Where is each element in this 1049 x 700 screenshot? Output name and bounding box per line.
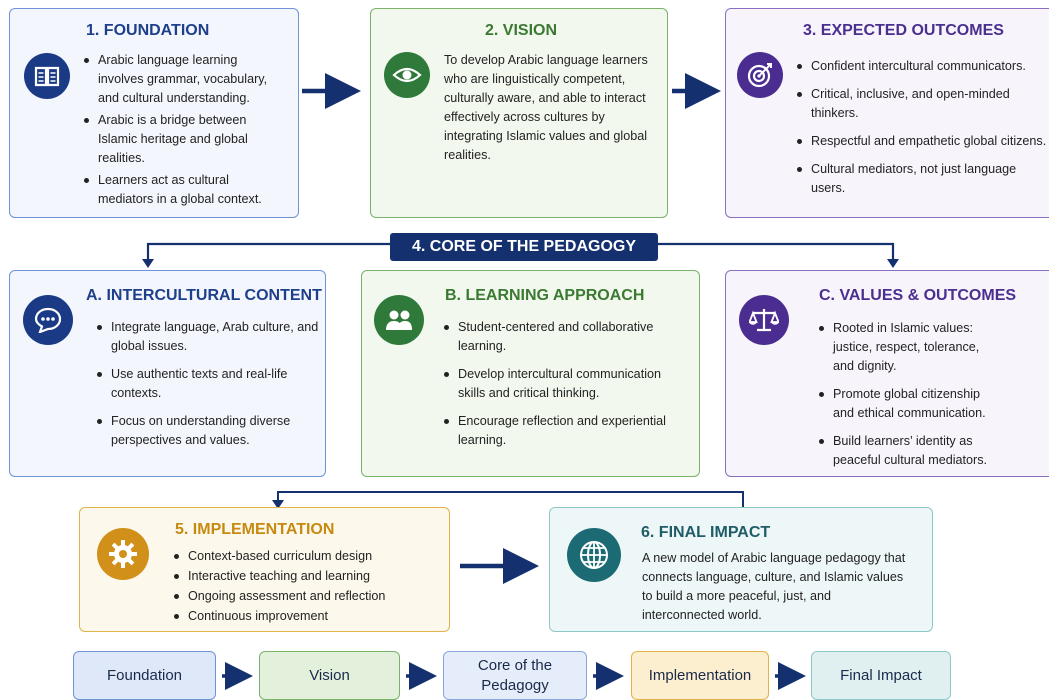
- list-item: Encourage reflection and experiential le…: [444, 412, 684, 450]
- list-item: Student-centered and collaborative learn…: [444, 318, 684, 356]
- list-item: Context-based curriculum design: [174, 547, 434, 566]
- flow-step-implementation: Implementation: [631, 651, 769, 700]
- implementation-list: Context-based curriculum design Interact…: [174, 547, 434, 626]
- list-item: Cultural mediators, not just language us…: [797, 160, 1047, 198]
- intercultural-card: A. INTERCULTURAL CONTENT Integrate langu…: [9, 270, 326, 477]
- scales-icon: [739, 295, 789, 345]
- learning-list: Student-centered and collaborative learn…: [444, 318, 684, 450]
- list-item: Respectful and empathetic global citizen…: [797, 132, 1047, 151]
- list-item: Develop intercultural communication skil…: [444, 365, 684, 403]
- flow-step-foundation: Foundation: [73, 651, 216, 700]
- list-item: Continuous improvement: [174, 607, 434, 626]
- foundation-card: 1. FOUNDATION Arabic language learning i…: [9, 8, 299, 218]
- values-list: Rooted in Islamic values: justice, respe…: [819, 319, 997, 470]
- list-item: Confident intercultural communicators.: [797, 57, 1047, 76]
- values-card: C. VALUES & OUTCOMES Rooted in Islamic v…: [725, 270, 1049, 477]
- list-item: Interactive teaching and learning: [174, 567, 434, 586]
- intercultural-title: A. INTERCULTURAL CONTENT: [86, 287, 322, 304]
- list-item: Promote global citizenship and ethical c…: [819, 385, 997, 423]
- impact-text: A new model of Arabic language pedagogy …: [642, 551, 906, 622]
- implementation-title: 5. IMPLEMENTATION: [175, 521, 335, 538]
- globe-icon: [567, 528, 621, 582]
- implementation-card: 5. IMPLEMENTATION Context-based curricul…: [79, 507, 450, 632]
- gear-icon: [97, 528, 149, 580]
- impact-card: 6. FINAL IMPACT A new model of Arabic la…: [549, 507, 933, 632]
- core-bracket: [146, 242, 390, 262]
- chat-icon: [23, 295, 73, 345]
- learning-title: B. LEARNING APPROACH: [445, 287, 645, 304]
- book-icon: [24, 53, 70, 99]
- list-item: Integrate language, Arab culture, and gl…: [97, 318, 319, 356]
- outcomes-title: 3. EXPECTED OUTCOMES: [803, 22, 1004, 39]
- impact-title: 6. FINAL IMPACT: [641, 524, 771, 541]
- list-item: Build learners’ identity as peaceful cul…: [819, 432, 997, 470]
- values-title: C. VALUES & OUTCOMES: [819, 287, 1017, 304]
- impl-bracket: [277, 491, 744, 507]
- vision-text: To develop Arabic language learners who …: [444, 53, 648, 162]
- learning-card: B. LEARNING APPROACH Student-centered an…: [361, 270, 700, 477]
- flow-step-core: Core of the Pedagogy: [443, 651, 587, 700]
- foundation-list: Arabic language learning involves gramma…: [84, 51, 284, 209]
- vision-title: 2. VISION: [485, 22, 558, 39]
- vision-card: 2. VISION To develop Arabic language lea…: [370, 8, 668, 218]
- list-item: Critical, inclusive, and open-minded thi…: [797, 85, 1047, 123]
- list-item: Ongoing assessment and reflection: [174, 587, 434, 606]
- list-item: Use authentic texts and real-life contex…: [97, 365, 319, 403]
- core-banner: 4. CORE OF THE PEDAGOGY: [390, 233, 658, 261]
- intercultural-list: Integrate language, Arab culture, and gl…: [97, 318, 319, 450]
- outcomes-list: Confident intercultural communicators. C…: [797, 57, 1047, 198]
- list-item: Rooted in Islamic values: justice, respe…: [819, 319, 997, 376]
- eye-icon: [384, 52, 430, 98]
- target-icon: [737, 52, 783, 98]
- list-item: Arabic is a bridge between Islamic herit…: [84, 111, 284, 168]
- foundation-title: 1. FOUNDATION: [86, 22, 210, 39]
- list-item: Learners act as cultural mediators in a …: [84, 171, 284, 209]
- outcomes-card: 3. EXPECTED OUTCOMES Confident intercult…: [725, 8, 1049, 218]
- flow-step-vision: Vision: [259, 651, 400, 700]
- people-icon: [374, 295, 424, 345]
- list-item: Focus on understanding diverse perspecti…: [97, 412, 319, 450]
- flow-step-final-impact: Final Impact: [811, 651, 951, 700]
- list-item: Arabic language learning involves gramma…: [84, 51, 284, 108]
